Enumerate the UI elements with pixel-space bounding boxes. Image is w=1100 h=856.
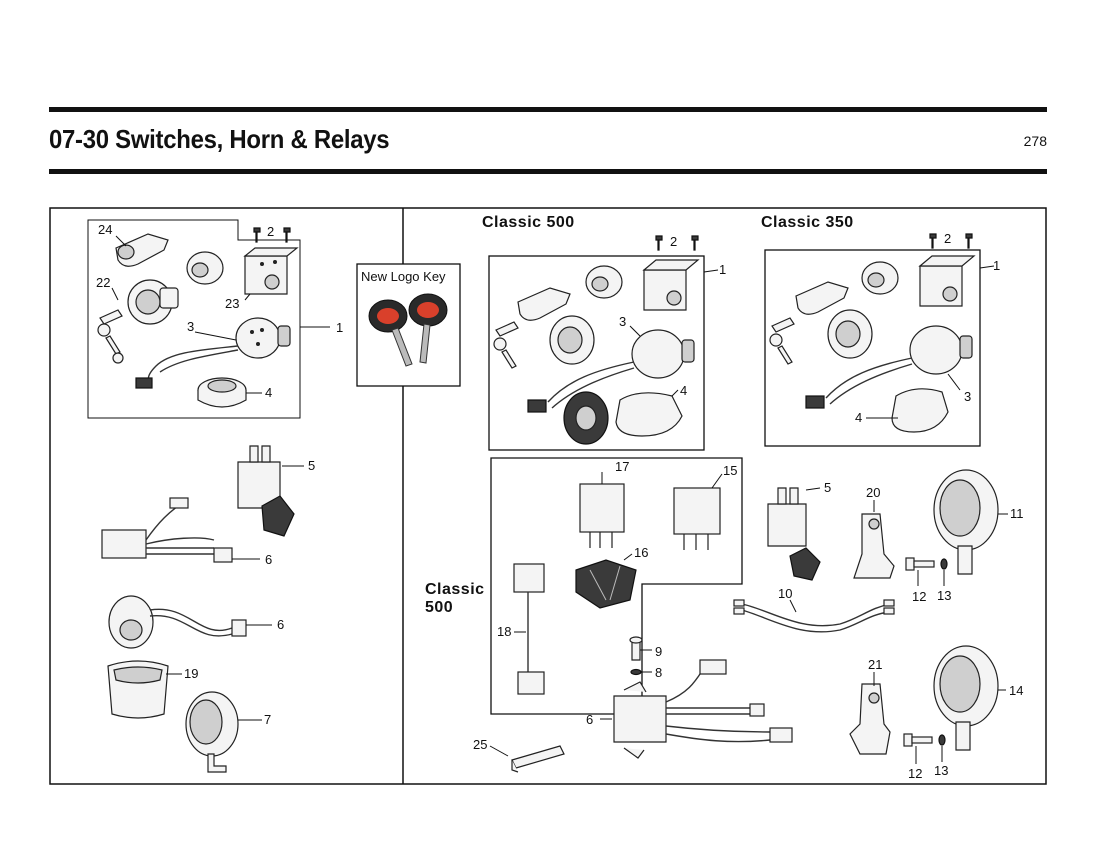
callout-1-c500: 1	[719, 262, 726, 277]
callout-4-c350: 4	[855, 410, 862, 425]
callout-10: 10	[778, 586, 792, 601]
diagram-frame	[49, 207, 1047, 785]
section-classic-500-top: Classic 500	[482, 214, 575, 231]
filler-cap-part	[197, 377, 247, 408]
callout-2-c500: 2	[670, 234, 677, 249]
wiring-harness-mid	[600, 636, 793, 759]
callout-2-c350: 2	[944, 231, 951, 246]
lock-barrel-part	[186, 251, 224, 285]
callout-16: 16	[634, 545, 648, 560]
section-classic-500-relays-line2: 500	[425, 599, 453, 616]
fuel-lock-part	[127, 279, 179, 325]
rubber-cover-part: 19	[107, 660, 198, 719]
callout-13b: 13	[934, 763, 948, 778]
horn-wire-10	[733, 599, 895, 633]
logo-key-right	[408, 293, 448, 364]
callout-24: 24	[98, 222, 112, 237]
page-number: 278	[1023, 133, 1047, 149]
callout-21: 21	[868, 657, 882, 672]
callout-12b: 12	[908, 766, 922, 781]
callout-7: 7	[264, 712, 271, 727]
horn-bracket-20	[853, 500, 895, 579]
callout-6-mid: 6	[586, 712, 593, 727]
screw-pair	[253, 227, 291, 243]
callout-18: 18	[497, 624, 511, 639]
ignition-switch-part	[135, 317, 291, 389]
classic500-relay-box	[490, 457, 743, 715]
callout-2: 2	[267, 224, 274, 239]
callout-11: 11	[1010, 506, 1024, 521]
callout-4: 4	[265, 385, 272, 400]
classic350-switch-kit	[764, 233, 995, 447]
bracket-part-25	[489, 745, 565, 773]
section-classic-350-top: Classic 350	[761, 214, 854, 231]
section-classic-500-relays-line1: Classic	[425, 581, 485, 598]
callout-6b-left: 6	[277, 617, 284, 632]
callout-14: 14	[1009, 683, 1023, 698]
bolt-washer-a	[905, 557, 948, 586]
callout-3-c350: 3	[964, 389, 971, 404]
new-logo-key-box: New Logo Key	[356, 263, 461, 387]
callout-9: 9	[655, 644, 662, 659]
left-switch-kit-group: 24 2 22 23 3 1 4	[87, 219, 343, 419]
callout-20: 20	[866, 485, 880, 500]
header-bottom-rule	[49, 169, 1047, 174]
callout-5-right: 5	[824, 480, 831, 495]
callout-1-c350: 1	[993, 258, 1000, 273]
bolt-washer-b	[903, 733, 946, 764]
callout-4-c500: 4	[680, 383, 687, 398]
wiring-harness-left: 6	[101, 497, 272, 567]
logo-key-left	[368, 299, 413, 367]
header-top-rule	[49, 107, 1047, 112]
seat-lock-part	[115, 233, 169, 267]
callout-25: 25	[473, 737, 487, 752]
horn-wire-left: 6	[108, 595, 284, 649]
callout-6a-left: 6	[265, 552, 272, 567]
callout-17: 17	[615, 459, 629, 474]
page-title: 07-30 Switches, Horn & Relays	[49, 124, 390, 154]
callout-13a: 13	[937, 588, 951, 603]
callout-12a: 12	[912, 589, 926, 604]
key-set	[97, 309, 124, 364]
callout-15: 15	[723, 463, 737, 478]
horn-right-11	[933, 469, 1008, 575]
callout-8: 8	[655, 665, 662, 680]
callout-22: 22	[96, 275, 110, 290]
callout-3-c500: 3	[619, 314, 626, 329]
callout-23: 23	[225, 296, 239, 311]
callout-5-left: 5	[308, 458, 315, 473]
ignition-box-part	[243, 247, 299, 295]
callout-19: 19	[184, 666, 198, 681]
callout-1: 1	[336, 320, 343, 335]
flasher-relay-right	[767, 487, 821, 581]
classic500-switch-kit	[488, 235, 719, 451]
callout-3: 3	[187, 319, 194, 334]
new-logo-key-label: New Logo Key	[361, 269, 446, 284]
horn-left: 7	[185, 691, 271, 773]
horn-right-14	[933, 645, 1006, 751]
flasher-relay-left: 5	[237, 445, 315, 537]
horn-bracket-21	[849, 672, 891, 755]
